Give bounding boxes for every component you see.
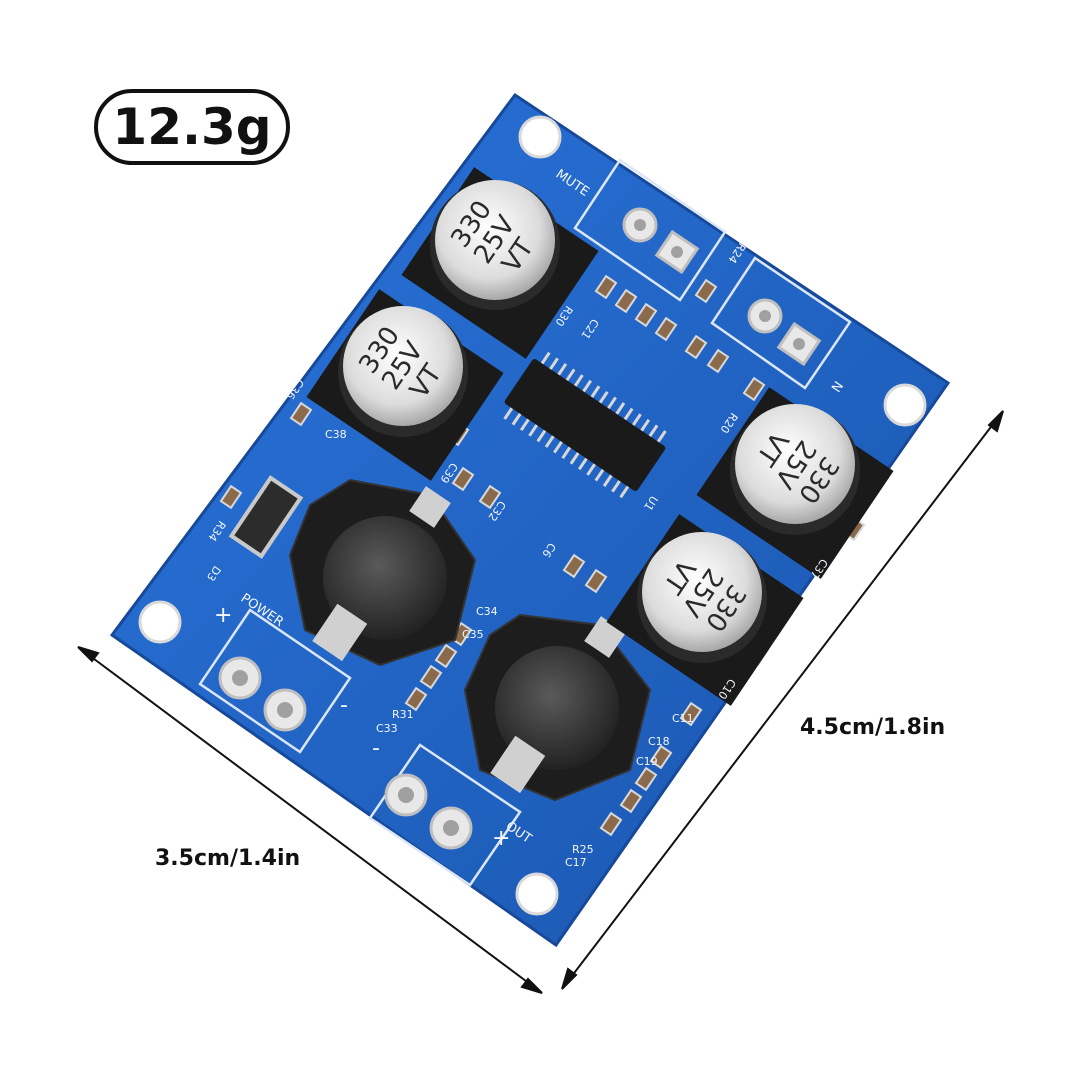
silk-c33: C33 — [376, 722, 398, 735]
weight-label: 12.3g — [112, 98, 272, 156]
silk-minus-out: - — [372, 736, 380, 761]
inductor-left — [288, 478, 477, 667]
mute-terminal — [622, 207, 700, 275]
silk-c17: C17 — [565, 856, 587, 869]
silk-c18: C18 — [648, 735, 670, 748]
weight-badge: 12.3g — [94, 89, 290, 165]
silk-c35: C35 — [462, 628, 484, 641]
input-terminal — [747, 298, 822, 367]
silk-plus-power: + — [214, 603, 232, 628]
capacitor-1: 330 25V VT — [401, 167, 599, 359]
silk-plus-out: + — [492, 826, 510, 851]
silk-r25: R25 — [572, 843, 594, 856]
silk-c19: C19 — [636, 755, 658, 768]
diode-d3 — [228, 475, 304, 559]
terminal-pads — [218, 207, 822, 850]
capacitor-2: 330 25V VT — [306, 289, 504, 481]
height-dimension-label: 4.5cm/1.8in — [800, 715, 946, 740]
silk-c34: C34 — [476, 605, 498, 618]
capacitor-4: 330 25V VT — [606, 514, 804, 706]
width-dimension-label: 3.5cm/1.4in — [155, 846, 301, 871]
silk-c38: C38 — [325, 428, 347, 441]
silk-r31: R31 — [392, 708, 414, 721]
output-terminal — [384, 773, 473, 850]
power-terminal — [218, 656, 307, 732]
dimension-line-height — [561, 410, 1004, 990]
mounting-holes — [138, 115, 927, 916]
pcb-board: 330 25V VT 330 25V VT 330 25V VT — [109, 92, 951, 948]
board-outline — [109, 92, 951, 948]
silk-minus-power: - — [340, 693, 348, 718]
dimension-line-width — [77, 646, 543, 994]
inductor-right — [463, 613, 652, 802]
silk-c11: C11 — [672, 712, 694, 725]
capacitor-3: 330 25V VT — [696, 387, 894, 579]
amplifier-ic — [503, 351, 667, 499]
